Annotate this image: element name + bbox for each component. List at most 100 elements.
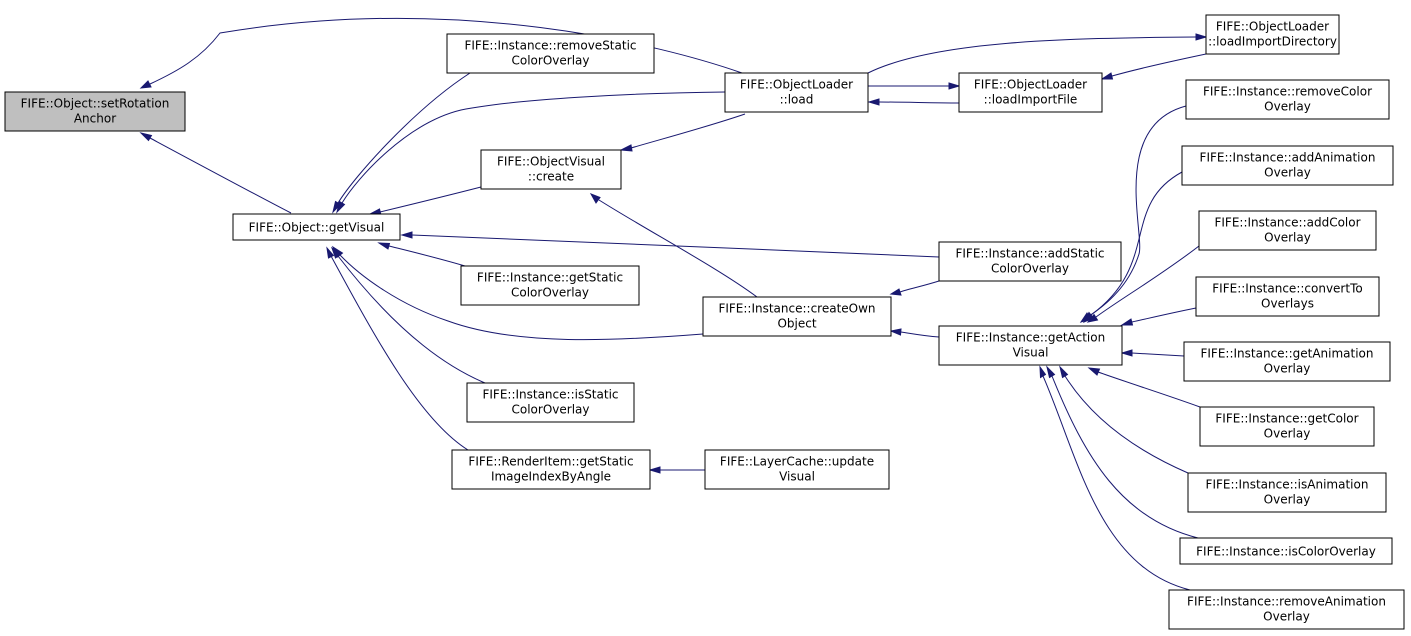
e-n16-n14-arrowhead (1082, 311, 1095, 324)
nodes: FIFE::Object::setRotationAnchorFIFE::Obj… (4, 14, 1405, 630)
e-n7-n2-arrowhead (326, 246, 335, 259)
e-n16-n14 (1082, 171, 1183, 324)
node-label-line: Overlay (1264, 100, 1311, 114)
e-n23-n14 (1039, 365, 1191, 591)
node-label-line: FIFE::Instance::getColor (1215, 412, 1358, 426)
node-label-line: Overlay (1264, 231, 1311, 245)
e-n22-n14-line (1051, 375, 1199, 539)
node-label-line: ColorOverlay (512, 54, 590, 68)
node-label-line: Visual (779, 470, 815, 484)
e-n11-n12 (1100, 53, 1207, 80)
e-n13-n9 (889, 280, 940, 296)
node-box (1198, 210, 1377, 251)
e-n5-n2-line (388, 245, 466, 267)
e-n13-n2-line (411, 234, 940, 258)
node-label-line: ::loadImportDirectory (1208, 35, 1337, 49)
e-n3-n2-line (337, 72, 471, 204)
node-label-line: FIFE::Instance::convertTo (1212, 282, 1362, 296)
node-label-line: FIFE::Instance::removeColor (1203, 85, 1372, 99)
node-label-line: FIFE::Instance::getAction (956, 331, 1105, 345)
node-label-line: FIFE::Object::setRotation (21, 97, 170, 111)
node-label-line: FIFE::Instance::isStatic (482, 388, 618, 402)
e-n17-n14 (1086, 245, 1200, 323)
graph-node[interactable]: FIFE::Instance::isColorOverlay (1179, 537, 1393, 565)
node-box (1199, 406, 1375, 447)
e-n10-n7-arrowhead (648, 466, 661, 474)
graph-node[interactable]: FIFE::Object::getVisual (232, 213, 401, 241)
node-box (446, 33, 655, 74)
node-label-line: Visual (1013, 346, 1049, 360)
node-box (4, 91, 186, 132)
e-n5-n2 (377, 242, 466, 267)
node-label-line: ::create (528, 170, 574, 184)
e-n14-n9-arrowhead (889, 328, 902, 336)
node-label-line: FIFE::Instance::getStatic (477, 271, 623, 285)
e-n17-n14-line (1095, 245, 1200, 318)
e-n6-n2 (330, 246, 486, 384)
e-n19-n14 (1120, 349, 1185, 357)
graph-node[interactable]: FIFE::RenderItem::getStaticImageIndexByA… (451, 449, 651, 490)
node-label-line: Overlay (1264, 427, 1311, 441)
node-box (232, 213, 401, 241)
e-n8-n4-arrowhead (619, 144, 633, 152)
node-label-line: Overlay (1263, 610, 1310, 624)
graph-node[interactable]: FIFE::ObjectVisual::create (480, 149, 622, 190)
node-label-line: ColorOverlay (512, 403, 590, 417)
node-label-line: ::load (780, 93, 814, 107)
e-n7-n2 (326, 246, 469, 451)
graph-node[interactable]: FIFE::ObjectLoader::load (724, 72, 869, 113)
e-n6-n2-line (337, 255, 486, 384)
node-label-line: ColorOverlay (511, 286, 589, 300)
e-n11-n8 (867, 33, 1208, 74)
e-n21-n14-line (1064, 375, 1189, 474)
e-n9-n2-line (339, 254, 704, 341)
node-label-line: FIFE::ObjectVisual (497, 155, 605, 169)
e-n15-n14-line (1088, 105, 1187, 317)
e-n8-n4 (619, 113, 746, 152)
e-n20-n14 (1087, 367, 1201, 408)
e-n20-n14-line (1097, 371, 1201, 408)
node-box (958, 72, 1103, 113)
node-box (702, 296, 892, 337)
e-n4-n2-line (379, 186, 482, 213)
graph-node[interactable]: FIFE::ObjectLoader::loadImportDirectory (1205, 14, 1340, 55)
e-n3-n2 (332, 72, 471, 214)
e-n11-n12-arrowhead (1100, 72, 1114, 80)
e-n2-n1 (139, 132, 292, 214)
node-box (1183, 341, 1391, 382)
e-n8-n1-arrowhead (139, 80, 152, 89)
node-box (938, 241, 1122, 282)
e-n22-n14 (1046, 365, 1199, 539)
node-label-line: FIFE::Instance::addColor (1214, 216, 1360, 230)
e-n11-n8-arrowhead (1195, 33, 1208, 41)
e-n14-n9-line (900, 331, 940, 338)
node-label-line: FIFE::ObjectLoader (1216, 20, 1329, 34)
e-n19-n14-arrowhead (1120, 349, 1133, 357)
e-n12-n8 (867, 98, 960, 106)
e-n18-n14 (1120, 307, 1197, 326)
node-label-line: FIFE::Instance::isAnimation (1206, 478, 1369, 492)
node-label-line: FIFE::Instance::addStatic (955, 247, 1104, 261)
e-n18-n14-arrowhead (1120, 318, 1134, 326)
node-label-line: Anchor (74, 112, 116, 126)
e-n23-n14-arrowhead (1039, 365, 1047, 379)
e-n11-n8-line (867, 36, 1197, 74)
graph-node[interactable]: FIFE::ObjectLoader::loadImportFile (958, 72, 1103, 113)
e-n9-n4 (589, 193, 758, 298)
e-n8-n2-arrowhead (336, 200, 346, 214)
